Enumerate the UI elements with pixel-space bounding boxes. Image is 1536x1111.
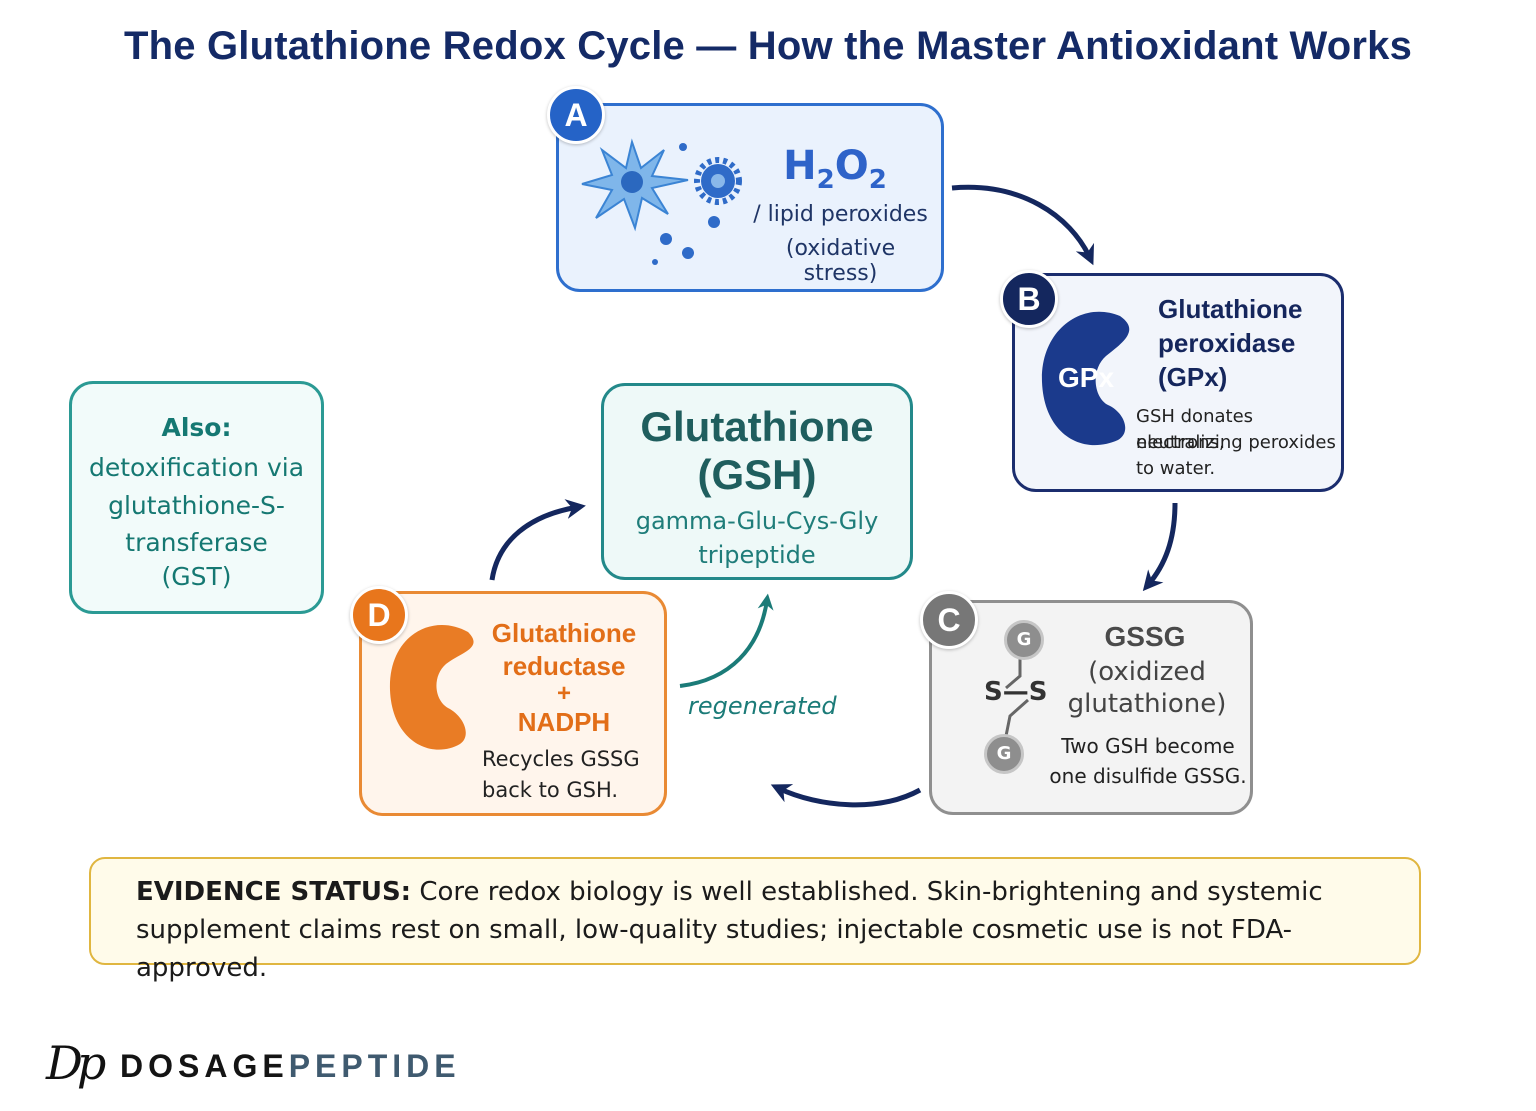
h2o2-formula: H2O2 xyxy=(783,143,887,195)
node-d-desc-1: Recycles GSSG xyxy=(482,747,640,771)
gsh-sub-1: gamma-Glu-Cys-Gly xyxy=(635,507,879,535)
badge-c: C xyxy=(920,591,978,649)
side-note-gst xyxy=(69,381,324,614)
arrow-a-to-b xyxy=(951,184,1094,266)
badge-a: A xyxy=(547,86,605,144)
node-b-title-2: peroxidase xyxy=(1158,328,1296,358)
node-d-plus: + xyxy=(556,680,571,707)
arrow-regenerated xyxy=(679,593,774,688)
node-b-desc-2: neutralizing peroxides xyxy=(1136,432,1336,453)
badge-b: B xyxy=(1000,270,1058,328)
logo-mark: Dp xyxy=(46,1036,106,1090)
node-c-sub-1: (oxidized xyxy=(1088,657,1206,687)
side-note-line-3: transferase xyxy=(125,528,268,557)
node-d-desc-2: back to GSH. xyxy=(482,778,619,802)
evidence-status-box xyxy=(89,857,1421,965)
center-glutathione xyxy=(601,383,913,580)
regenerated-label: regenerated xyxy=(688,692,837,720)
gsh-title-1: Glutathione xyxy=(640,403,874,450)
badge-d: D xyxy=(350,586,408,644)
gsh-sub-2: tripeptide xyxy=(698,541,816,569)
node-d-title-4: NADPH xyxy=(517,707,611,737)
gsh-title-2: (GSH) xyxy=(697,451,817,498)
side-note-line-1: detoxification via xyxy=(88,453,305,482)
glutathione-g-top: G xyxy=(1004,620,1044,660)
node-c-desc-2: one disulfide GSSG. xyxy=(1049,764,1247,788)
side-note-line-4: (GST) xyxy=(161,562,232,591)
arrow-c-to-d xyxy=(770,784,922,808)
side-note-head: Also: xyxy=(161,413,232,442)
node-c-desc-1: Two GSH become xyxy=(1061,734,1235,758)
node-b-desc-1: GSH donates electrons, xyxy=(1136,406,1254,453)
node-d-title-2: reductase xyxy=(502,651,626,681)
evidence-status-text: EVIDENCE STATUS: Core redox biology is w… xyxy=(136,873,1396,987)
node-a-line-1: / lipid peroxides xyxy=(753,202,928,227)
node-b-title-1: Glutathione xyxy=(1158,294,1303,324)
node-c-gssg xyxy=(929,600,1253,815)
node-d-title-1: Glutathione xyxy=(491,618,637,648)
node-b-desc-3: to water. xyxy=(1136,458,1216,479)
glutathione-g-bottom: G xyxy=(984,734,1024,774)
node-c-sub-2: glutathione) xyxy=(1067,689,1227,719)
node-c-title: GSSG xyxy=(1104,621,1186,652)
page-title: The Glutathione Redox Cycle — How the Ma… xyxy=(123,24,1413,68)
evidence-label: EVIDENCE STATUS: xyxy=(136,877,412,907)
gpx-enzyme-label: GPx xyxy=(1057,362,1115,393)
disulfide-s-s: S—S xyxy=(984,677,1048,707)
evidence-body: Core redox biology is well established. … xyxy=(136,877,1323,983)
node-a-line-2: (oxidative stress) xyxy=(785,236,896,286)
node-b-title-3: (GPx) xyxy=(1158,362,1228,392)
arrow-d-to-gsh xyxy=(489,499,586,581)
logo-wordmark: DOSAGEPEPTIDE xyxy=(120,1048,461,1084)
arrow-b-to-c xyxy=(1142,502,1178,592)
side-note-line-2: glutathione-S- xyxy=(108,491,285,520)
